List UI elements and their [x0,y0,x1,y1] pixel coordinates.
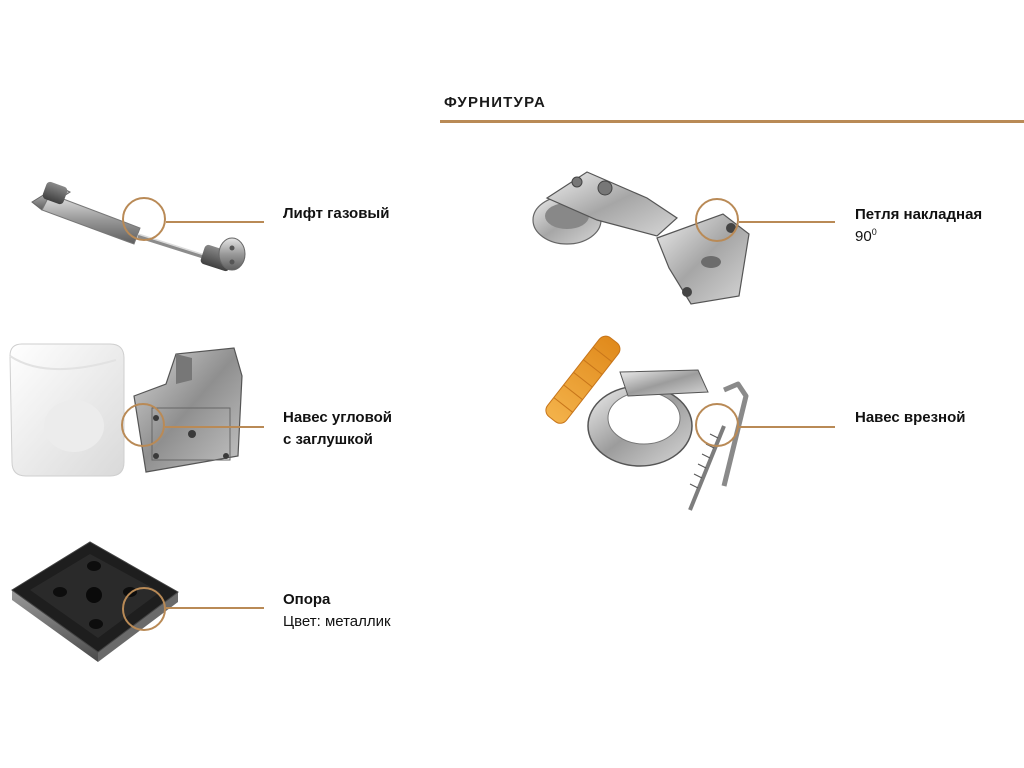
callout-ring [695,403,739,447]
product-gas-lift-image [28,180,258,290]
product-corner-hanger-image [6,336,246,481]
callout-line [165,426,264,428]
product-label-overlay-hinge: Петля накладная 900 [855,204,982,248]
callout-ring [122,587,166,631]
callout-ring [121,403,165,447]
product-detail: Цвет: металлик [283,613,391,630]
callout-ring [122,197,166,241]
product-name-line-1: Навес угловой [283,409,392,426]
callout-ring [695,198,739,242]
product-name: Навес врезной [855,409,966,426]
product-support-image [10,540,180,670]
product-label-support: Опора Цвет: металлик [283,589,391,633]
callout-line [166,221,264,223]
product-detail: 900 [855,226,982,248]
product-label-gas-lift: Лифт газовый [283,203,389,225]
product-name-line-2: с заглушкой [283,431,373,448]
product-label-mortise-hanger: Навес врезной [855,407,965,429]
product-label-corner-hanger: Навес угловой с заглушкой [283,407,392,451]
hinge-angle-superscript: 0 [871,227,877,237]
product-name: Лифт газовый [283,205,390,222]
product-name: Петля накладная [855,206,983,223]
callout-line [739,221,835,223]
callout-line [166,607,264,609]
product-name: Опора [283,591,331,608]
section-divider [440,120,1024,123]
callout-line [739,426,835,428]
product-mortise-hanger-image [528,326,760,514]
section-title: ФУРНИТУРА [444,94,546,111]
hinge-angle-value: 90 [855,228,872,245]
